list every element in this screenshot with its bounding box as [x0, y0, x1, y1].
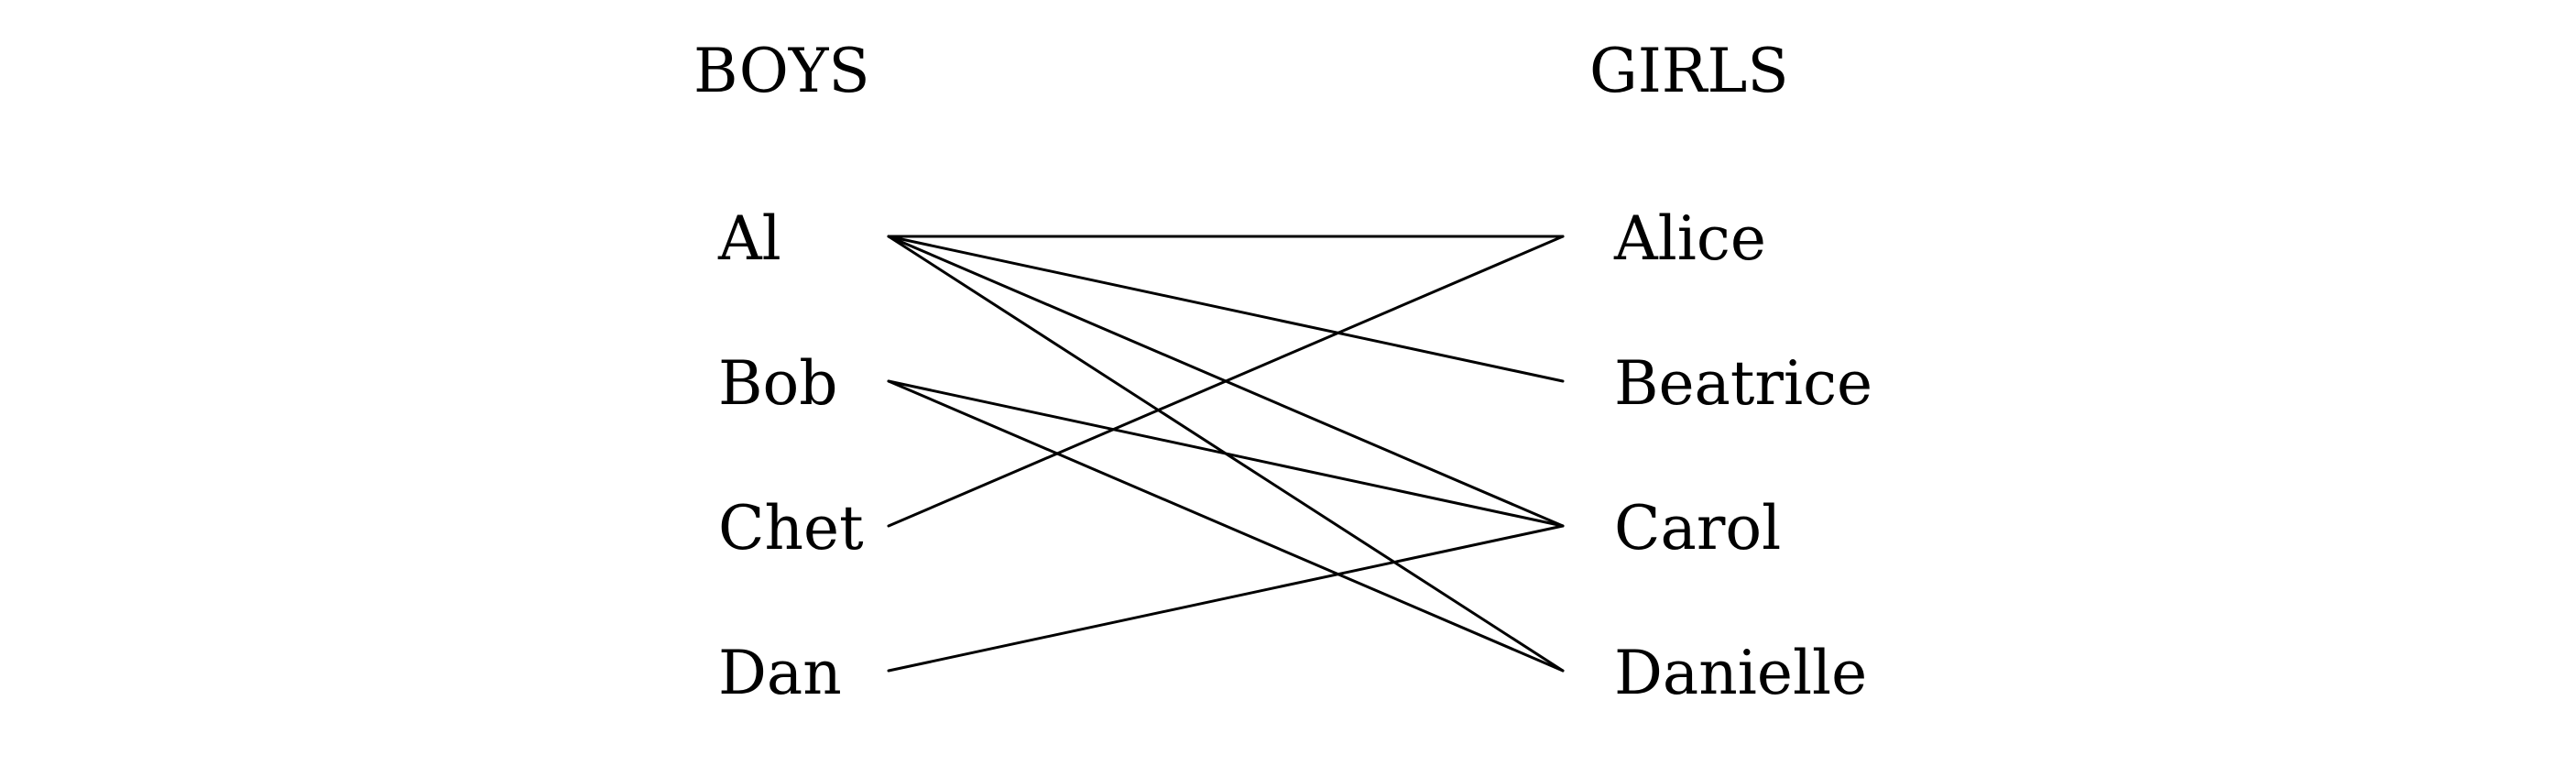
edge-dan-carol [887, 524, 1565, 673]
edge-al-beatrice [887, 235, 1565, 383]
boys-heading: BOYS [693, 36, 870, 106]
girl-label-danielle: Danielle [1614, 638, 1867, 708]
boy-label-chet: Chet [718, 493, 864, 564]
edge-group [887, 235, 1565, 673]
girl-label-carol: Carol [1614, 493, 1781, 564]
girl-label-alice: Alice [1613, 203, 1766, 274]
edge-bob-carol [887, 379, 1565, 528]
girl-label-beatrice: Beatrice [1614, 348, 1872, 419]
edge-bob-danielle [887, 379, 1565, 673]
boy-label-dan: Dan [718, 638, 842, 708]
edge-chet-alice [887, 235, 1565, 528]
boy-label-bob: Bob [718, 348, 838, 419]
boy-label-al: Al [717, 203, 781, 274]
girls-heading: GIRLS [1589, 36, 1789, 106]
